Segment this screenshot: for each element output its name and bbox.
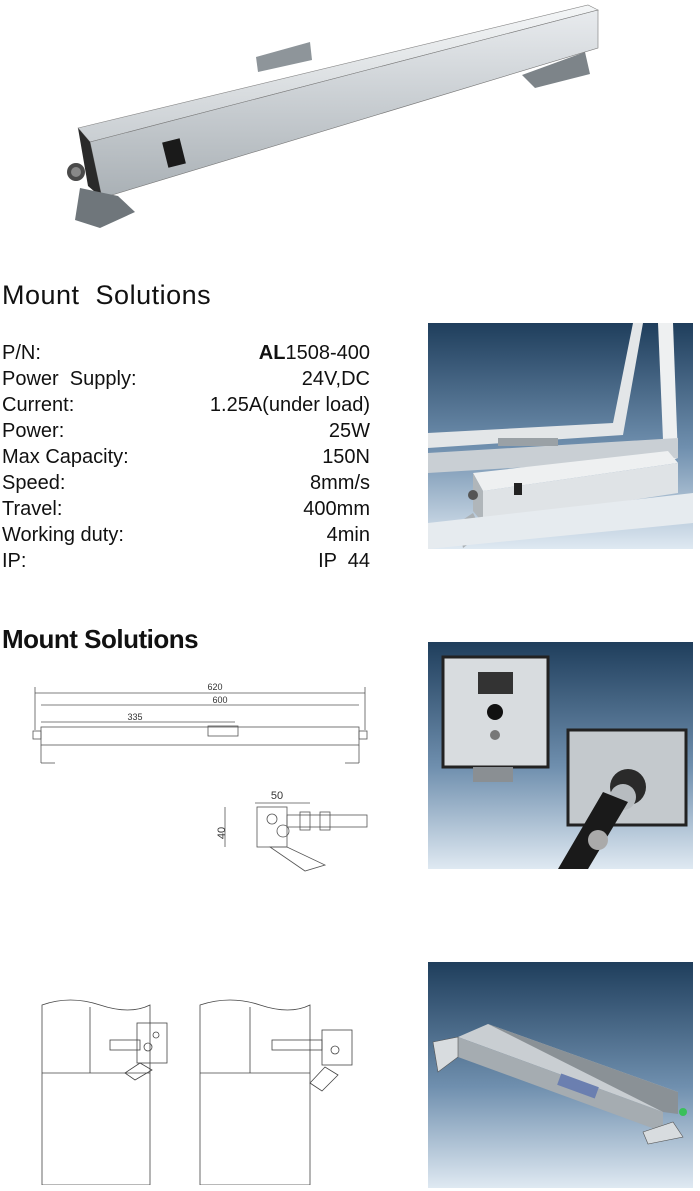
spec-value-text: 8mm/s [310,472,370,494]
spec-value: 1.25A(under load) [210,392,370,418]
spec-label: P/N: [2,342,41,364]
section-title-2: Mount Solutions [2,624,199,654]
spec-row: P/N: AL1508-400 [2,340,370,366]
spec-value-text: 25W [328,420,370,442]
spec-value-text: 1.25A(under load) [209,394,370,416]
dimension-drawing: 620 600 335 50 40 [25,675,375,885]
end-cap-detail-photo [428,642,693,869]
spec-label: Power Supply: [2,368,137,390]
spec-label: Speed: [2,472,66,494]
spec-label: IP: [2,550,27,572]
dim-overall-label: 620 [207,682,222,692]
window-mounting-drawing [40,995,370,1186]
dim-height-label: 40 [216,827,228,839]
spec-value-text: IP 44 [318,550,370,572]
spec-value: 400mm [303,496,370,522]
spec-value-text: 150N [322,446,370,468]
spec-value: 8mm/s [310,470,370,496]
dim-stroke-label: 335 [127,712,142,722]
spec-row: Travel: 400mm [2,496,370,522]
spec-value: IP 44 [318,548,370,574]
spec-row: Power Supply: 24V,DC [2,366,370,392]
spec-value-prefix: AL [258,342,286,364]
spec-label: Travel: [2,498,63,520]
spec-value-text: 24V,DC [301,368,370,390]
spec-value: 25W [329,418,370,444]
spec-label: Working duty: [2,524,124,546]
hero-product-image [60,0,620,235]
spec-value: 150N [322,444,370,470]
spec-row: Current: 1.25A(under load) [2,392,370,418]
spec-value: 4min [327,522,370,548]
spec-value-text: 400mm [303,498,370,520]
3d-render-photo [428,962,693,1188]
spec-row: Max Capacity: 150N [2,444,370,470]
spec-label: Power: [2,420,65,442]
spec-row: Power: 25W [2,418,370,444]
spec-value: 24V,DC [302,366,370,392]
spec-value: AL1508-400 [259,340,370,366]
spec-label: Current: [2,394,75,416]
spec-row: IP: IP 44 [2,548,370,574]
dim-body-label: 600 [212,695,227,705]
spec-row: Speed: 8mm/s [2,470,370,496]
spec-value-text: 1508-400 [285,342,370,364]
section-title-1: Mount Solutions [2,280,212,310]
dim-width-label: 50 [271,790,283,802]
window-installation-photo [428,323,693,549]
spec-value-text: 4min [326,524,370,546]
spec-row: Working duty: 4min [2,522,370,548]
spec-label: Max Capacity: [2,446,129,468]
